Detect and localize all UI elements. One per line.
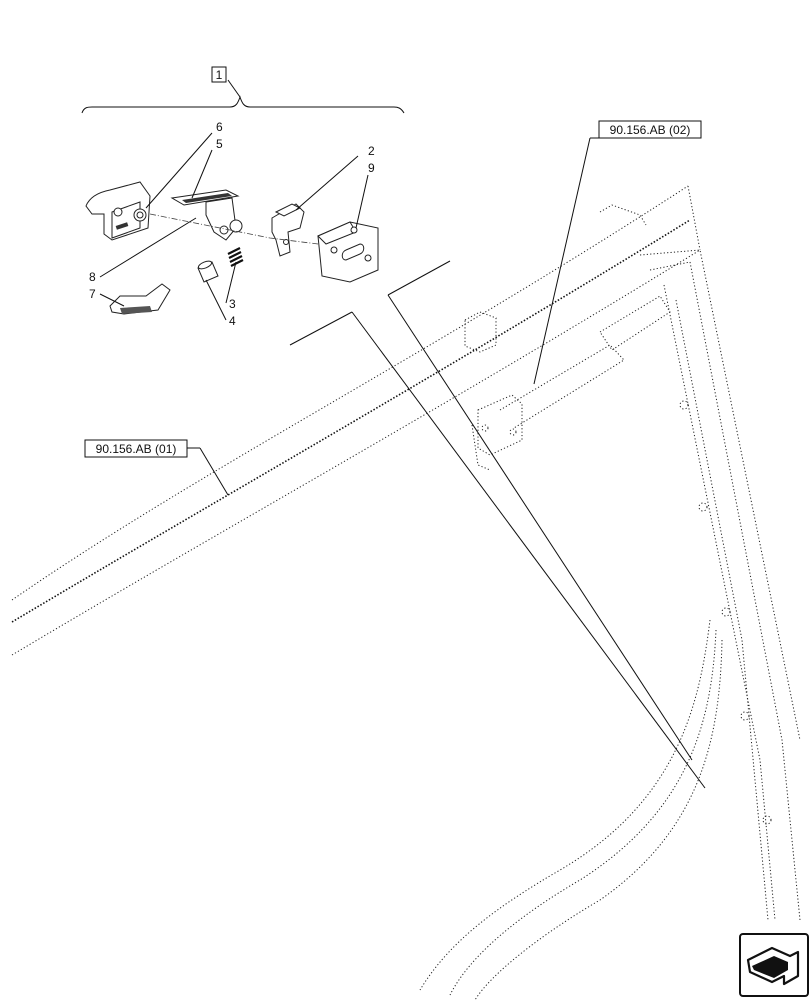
callout-7: 7 bbox=[89, 287, 96, 301]
callout-leaders bbox=[99, 132, 369, 321]
callout-8: 8 bbox=[89, 270, 96, 284]
reference-01: 90.156.AB (01) bbox=[84, 439, 229, 496]
part-block bbox=[317, 221, 379, 283]
reference-02-box bbox=[598, 120, 702, 139]
exploded-parts bbox=[85, 181, 379, 315]
callout-2: 2 bbox=[368, 144, 375, 158]
view-cut-lines bbox=[289, 260, 706, 789]
part-lever bbox=[170, 189, 243, 241]
part-spring bbox=[227, 247, 244, 267]
callout-6: 6 bbox=[216, 120, 223, 134]
part-mounting-plate bbox=[85, 181, 151, 241]
callout-4: 4 bbox=[229, 314, 236, 328]
callout-5: 5 bbox=[216, 137, 223, 151]
callout-3: 3 bbox=[229, 297, 236, 311]
group-label: 1 bbox=[216, 68, 223, 82]
reference-02: 90.156.AB (02) bbox=[533, 120, 702, 385]
cab-frame bbox=[11, 185, 801, 1000]
part-latch-pawl bbox=[271, 203, 305, 257]
reference-01-label[interactable]: 90.156.AB (01) bbox=[96, 442, 177, 456]
part-pin bbox=[197, 260, 219, 283]
return-arrow-icon[interactable] bbox=[739, 933, 809, 997]
callout-9: 9 bbox=[368, 161, 375, 175]
reference-02-label[interactable]: 90.156.AB (02) bbox=[610, 123, 691, 137]
part-clip bbox=[109, 283, 171, 315]
group-label-box bbox=[211, 66, 227, 83]
group-bracket: 1 bbox=[81, 66, 405, 114]
